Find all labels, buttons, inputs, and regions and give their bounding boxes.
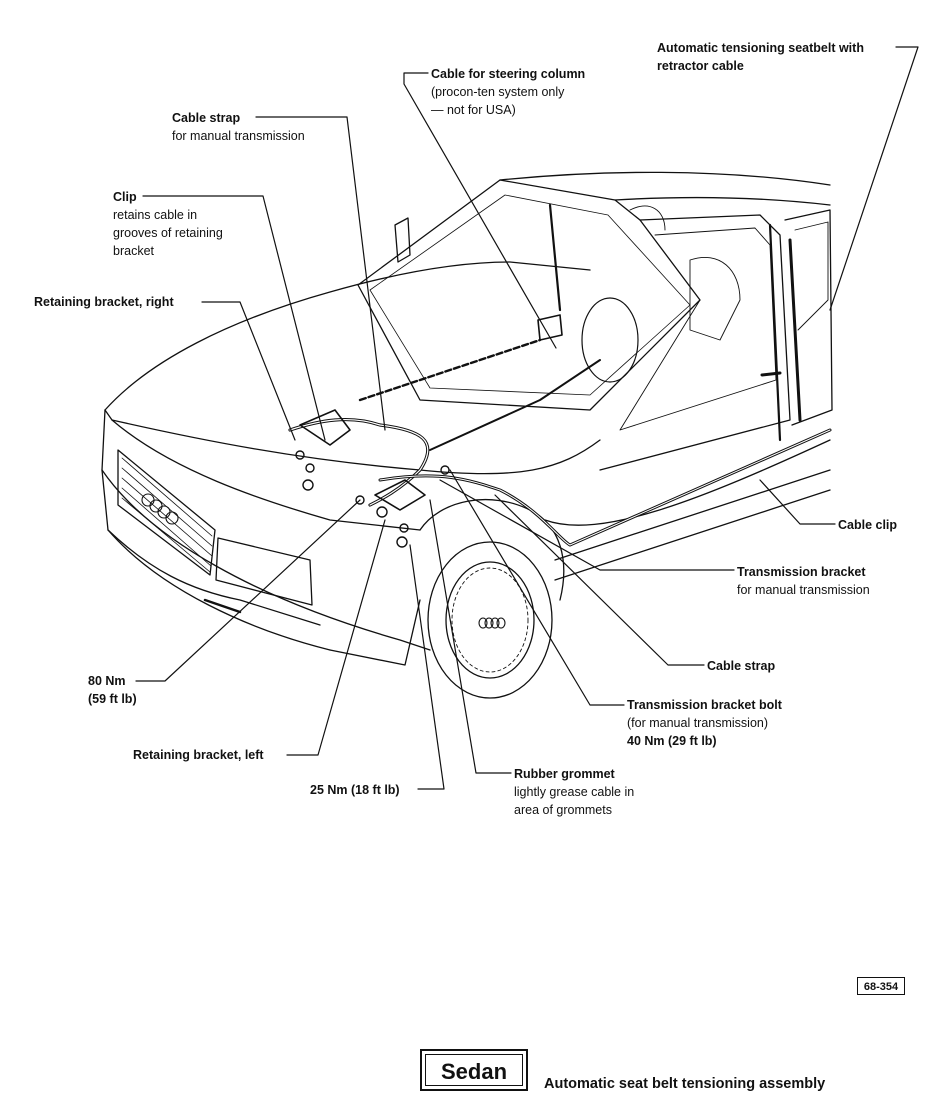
label-line: lightly grease cable in xyxy=(514,785,635,799)
label-line: for manual transmission xyxy=(737,583,870,597)
label-title: 80 Nm xyxy=(88,674,126,688)
label-rubber-grommet: Rubber grommet lightly grease cable in a… xyxy=(514,765,634,819)
label-line: retains cable in xyxy=(113,208,198,222)
seatbelt-cable-routing xyxy=(288,238,832,548)
label-line: (59 ft lb) xyxy=(88,692,137,706)
label-title: Cable strap xyxy=(172,111,241,125)
label-title: Retaining bracket, left xyxy=(133,748,264,762)
label-seatbelt-retractor: Automatic tensioning seatbelt with retra… xyxy=(657,39,864,75)
figure-reference: 68-354 xyxy=(857,977,905,995)
model-label: Sedan xyxy=(440,1059,508,1084)
label-cable-clip: Cable clip xyxy=(838,516,897,534)
label-line: bracket xyxy=(113,244,154,258)
label-steering-column-cable: Cable for steering column (procon-ten sy… xyxy=(431,65,585,119)
leader-lines xyxy=(135,46,919,790)
label-line: — not for USA) xyxy=(431,103,516,117)
label-title: Retaining bracket, right xyxy=(34,295,174,309)
label-title: Cable for steering column xyxy=(431,67,586,81)
label-title: Transmission bracket bolt xyxy=(627,698,782,712)
label-torque-80nm: 80 Nm (59 ft lb) xyxy=(88,672,137,708)
label-retaining-bracket-right: Retaining bracket, right xyxy=(34,293,174,311)
label-torque-25nm: 25 Nm (18 ft lb) xyxy=(310,781,400,799)
label-line: area of grommets xyxy=(514,803,612,817)
label-clip: Clip retains cable in grooves of retaini… xyxy=(113,188,223,260)
label-line: retractor cable xyxy=(657,59,744,73)
label-title: Cable clip xyxy=(838,518,898,532)
car-body xyxy=(101,171,833,699)
label-title: Transmission bracket xyxy=(737,565,866,579)
label-transmission-bracket: Transmission bracket for manual transmis… xyxy=(737,563,870,599)
figure-caption: Automatic seat belt tensioning assembly xyxy=(544,1076,826,1092)
model-box: Sedan xyxy=(420,1049,528,1091)
label-title: Cable strap xyxy=(707,659,776,673)
label-retaining-bracket-left: Retaining bracket, left xyxy=(133,746,264,764)
label-title: 25 Nm (18 ft lb) xyxy=(310,783,400,797)
label-line: 40 Nm (29 ft lb) xyxy=(627,734,717,748)
label-line: for manual transmission xyxy=(172,129,305,143)
label-transmission-bracket-bolt: Transmission bracket bolt (for manual tr… xyxy=(627,696,782,750)
label-cable-strap-top: Cable strap for manual transmission xyxy=(172,109,305,145)
label-title: Automatic tensioning seatbelt with xyxy=(657,41,864,55)
label-cable-strap-lower: Cable strap xyxy=(707,657,775,675)
label-line: (procon-ten system only xyxy=(431,85,565,99)
label-line: (for manual transmission) xyxy=(627,716,769,730)
label-title: Clip xyxy=(113,190,137,204)
label-title: Rubber grommet xyxy=(514,767,615,781)
label-line: grooves of retaining xyxy=(113,226,223,240)
